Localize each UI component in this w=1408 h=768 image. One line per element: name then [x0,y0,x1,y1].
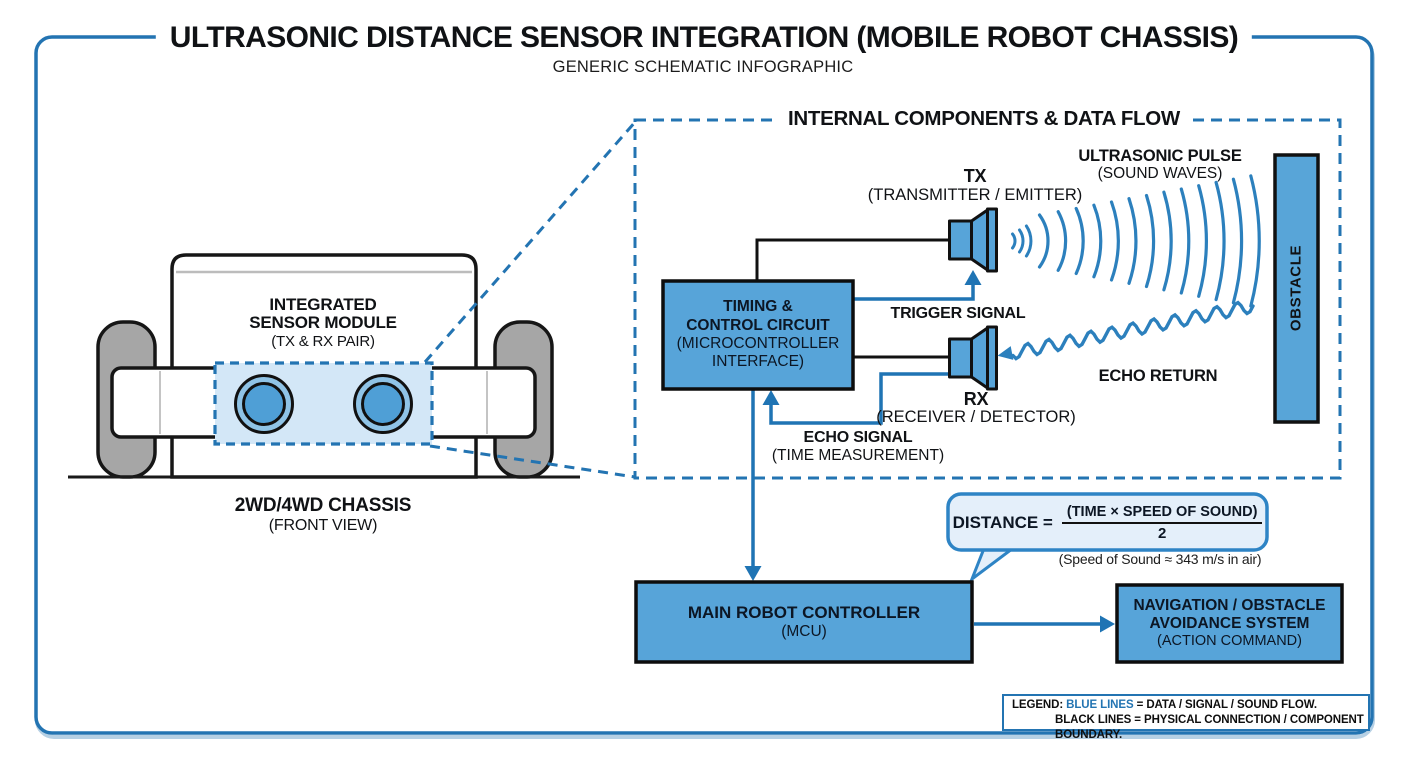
zoom-connector-top [423,120,638,363]
echo-signal-line [769,372,949,425]
rx-transducer-icon [948,325,998,391]
ultrasonic-pulse-waves [1011,174,1261,308]
timing-line3: (MICROCONTROLLER [676,335,840,352]
controller-line2: (MCU) [781,622,827,640]
sensor-transducer-right-inner [361,382,405,426]
main-controller-text: MAIN ROBOT CONTROLLER (MCU) [636,582,972,662]
nav-line1: NAVIGATION / OBSTACLE [1133,596,1326,614]
sensor-module-outline [213,361,434,446]
page-subtitle: GENERIC SCHEMATIC INFOGRAPHIC [552,58,854,76]
time-measurement-label: (TIME MEASUREMENT) [771,447,945,464]
echo-return-label: ECHO RETURN [1098,367,1218,385]
trigger-arrowhead [964,270,982,285]
navigation-text: NAVIGATION / OBSTACLE AVOIDANCE SYSTEM (… [1117,585,1342,662]
sensor-module-label: INTEGRATED SENSOR MODULE (TX & RX PAIR) [249,296,397,349]
controller-line1: MAIN ROBOT CONTROLLER [687,602,921,622]
navigation-box [1115,583,1344,664]
main-controller-box [634,580,974,664]
obstacle-block [1273,153,1320,424]
formula-denominator: 2 [1157,524,1167,542]
distance-formula: DISTANCE = (TIME × SPEED OF SOUND) 2 [948,494,1267,551]
echo-signal-label: ECHO SIGNAL [803,429,913,446]
nav-line3: (ACTION COMMAND) [1157,633,1302,650]
timing-line1: TIMING & [723,298,793,316]
obstacle-label: OBSTACLE [1287,244,1305,332]
legend-blue-term: BLUE LINES [1066,699,1134,711]
chassis-caption-sub: (FRONT VIEW) [268,517,378,534]
timing-line4: INTERFACE) [711,353,805,371]
timing-line2: CONTROL CIRCUIT [686,316,830,334]
ultrasonic-pulse-label: ULTRASONIC PULSE [1078,147,1242,165]
rx-label: RX [963,389,989,409]
page-title: ULTRASONIC DISTANCE SENSOR INTEGRATION (… [155,20,1253,56]
echo-return-arrowhead [997,346,1014,360]
internal-components-title: INTERNAL COMPONENTS & DATA FLOW [776,108,1192,130]
trigger-signal-label: TRIGGER SIGNAL [890,305,1026,322]
legend-line2: BLACK LINES = PHYSICAL CONNECTION / COMP… [1055,714,1364,741]
chassis-caption: 2WD/4WD CHASSIS [234,495,412,516]
legend-prefix: LEGEND: [1012,699,1067,711]
timing-control-text: TIMING & CONTROL CIRCUIT (MICROCONTROLLE… [663,281,853,389]
tx-label: TX [963,166,987,186]
rx-description: (RECEIVER / DETECTOR) [876,408,1076,426]
signal-arrowheads [744,270,1115,633]
trigger-signal-line [853,285,975,301]
chassis-drawing [68,253,580,479]
controller-feed-arrowhead [744,566,762,581]
echo-arrowhead [762,390,780,405]
nav-arrowhead [1100,615,1115,633]
legend-box: LEGEND: BLUE LINES = DATA / SIGNAL / SOU… [1002,694,1370,741]
sensor-module-label-line2: SENSOR MODULE [249,312,397,332]
tx-description: (TRANSMITTER / EMITTER) [867,186,1083,204]
formula-lhs: DISTANCE = [952,512,1053,532]
sound-waves-label: (SOUND WAVES) [1097,165,1223,182]
sensor-module-label-line3: (TX & RX PAIR) [271,332,375,350]
legend-line1: LEGEND: BLUE LINES = DATA / SIGNAL / SOU… [1012,698,1368,713]
nav-line2: AVOIDANCE SYSTEM [1149,614,1310,632]
sensor-module-label-line1: INTEGRATED [269,295,377,314]
signal-lines [751,285,1100,626]
formula-fraction: (TIME × SPEED OF SOUND) 2 [1061,504,1263,542]
tx-transducer-icon [948,207,998,273]
echo-return-wave [1011,300,1255,361]
sensor-transducer-left-inner [242,382,286,426]
tx-physical-wire [755,238,951,281]
zoom-connector-bottom [429,444,636,479]
legend-blue-rest: = DATA / SIGNAL / SOUND FLOW. [1133,699,1317,711]
timing-control-box [661,279,855,391]
formula-numerator: (TIME × SPEED OF SOUND) [1061,504,1263,524]
speed-of-sound-note: (Speed of Sound ≈ 343 m/s in air) [1058,551,1262,567]
